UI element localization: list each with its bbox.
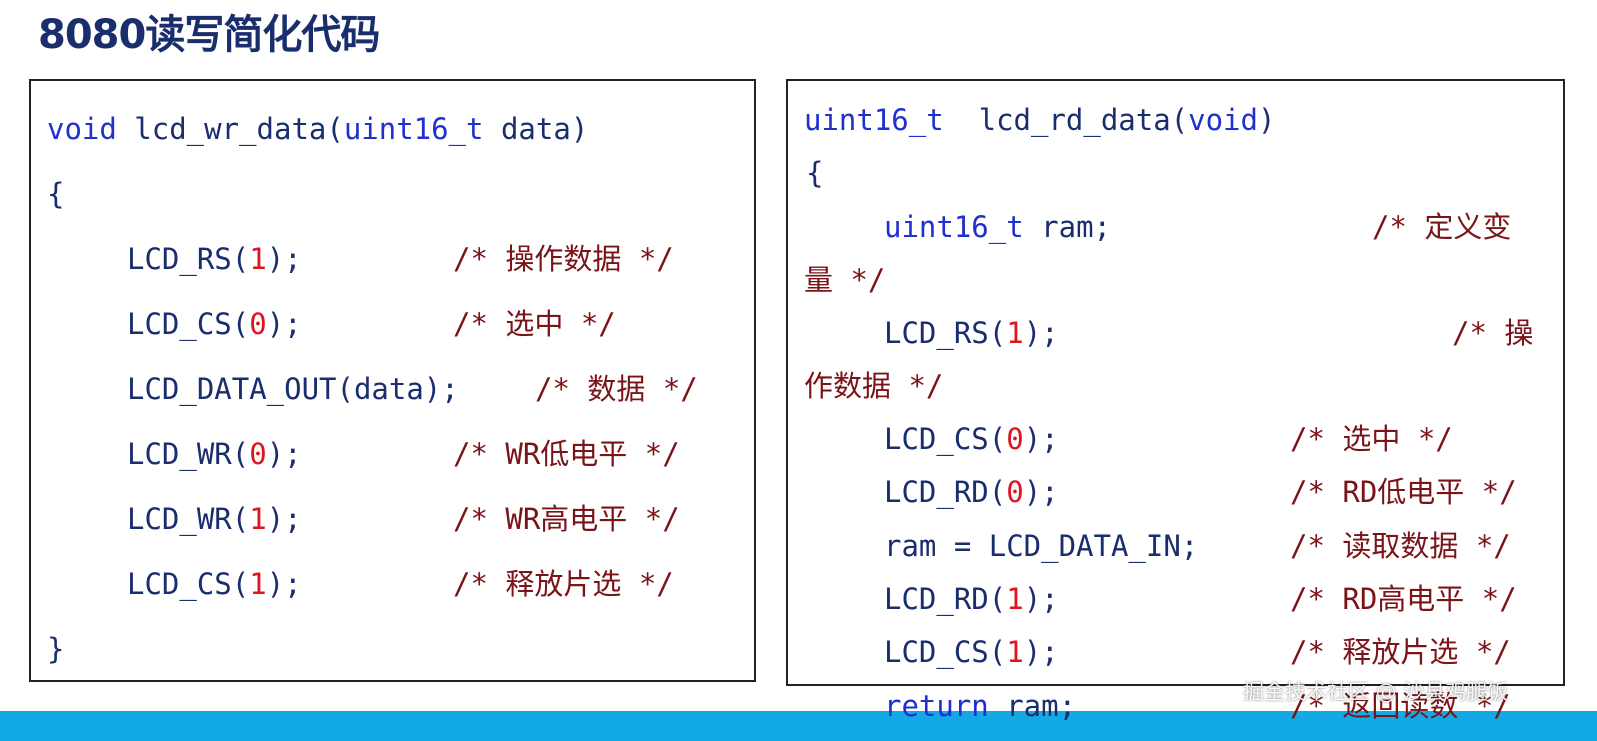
- code-comment: /* 返回读数 */: [1290, 689, 1511, 723]
- code-comment: /* 操: [1452, 316, 1534, 350]
- code-line: LCD_WR(1);: [127, 502, 302, 536]
- code-comment-wrap: 作数据 */: [804, 369, 944, 403]
- return-type: uint16_t: [804, 103, 944, 137]
- code-box-read: uint16_t lcd_rd_data(void) { uint16_t ra…: [786, 79, 1565, 686]
- code-comment: /* 释放片选 */: [1290, 635, 1511, 669]
- code-comment: /* 读取数据 */: [1290, 529, 1511, 563]
- open-brace: {: [806, 156, 824, 190]
- open-brace: {: [47, 177, 65, 211]
- code-comment: /* WR低电平 */: [453, 437, 680, 471]
- keyword-void: void: [47, 112, 117, 146]
- function-signature: void lcd_wr_data(uint16_t data): [47, 109, 588, 149]
- close-brace: }: [47, 632, 65, 666]
- code-comment: /* 选中 */: [453, 307, 616, 341]
- code-line: LCD_DATA_OUT(data);: [127, 372, 459, 406]
- code-line: LCD_WR(0);: [127, 437, 302, 471]
- code-line: LCD_RD(0);: [884, 475, 1059, 509]
- code-line: LCD_RS(1);: [884, 316, 1059, 350]
- function-signature: uint16_t lcd_rd_data(void): [804, 103, 1276, 137]
- param-type: uint16_t: [343, 112, 484, 146]
- code-line: LCD_CS(0);: [127, 307, 302, 341]
- footer-bar: [0, 711, 1597, 741]
- code-line: LCD_CS(0);: [884, 422, 1059, 456]
- code-comment: /* 选中 */: [1290, 422, 1453, 456]
- function-name: lcd_wr_data(: [116, 112, 344, 146]
- code-comment-wrap: 量 */: [804, 263, 886, 297]
- code-comment: /* 定义变: [1372, 210, 1512, 244]
- code-comment: /* 释放片选 */: [453, 567, 674, 601]
- code-line: LCD_CS(1);: [884, 635, 1059, 669]
- code-line-return: return ram;: [884, 689, 1077, 723]
- code-line: LCD_CS(1);: [127, 567, 302, 601]
- keyword-void: void: [1188, 103, 1258, 137]
- slide-title: 8080读写简化代码: [38, 12, 380, 58]
- code-comment: /* RD高电平 */: [1290, 582, 1517, 616]
- code-comment: /* RD低电平 */: [1290, 475, 1517, 509]
- param-rest: data): [483, 112, 589, 146]
- function-name: lcd_rd_data(: [943, 103, 1189, 137]
- code-line: LCD_RD(1);: [884, 582, 1059, 616]
- code-line: ram = LCD_DATA_IN;: [884, 529, 1199, 563]
- code-comment: /* 操作数据 */: [453, 242, 674, 276]
- code-line: LCD_RS(1);: [127, 242, 302, 276]
- code-box-write: void lcd_wr_data(uint16_t data) { LCD_RS…: [29, 79, 756, 682]
- watermark: 掘金技术社区 @ 沙县鸡腿饭: [1243, 680, 1509, 704]
- code-comment: /* WR高电平 */: [453, 502, 680, 536]
- code-line: uint16_t ram;: [884, 210, 1111, 244]
- code-comment: /* 数据 */: [535, 372, 698, 406]
